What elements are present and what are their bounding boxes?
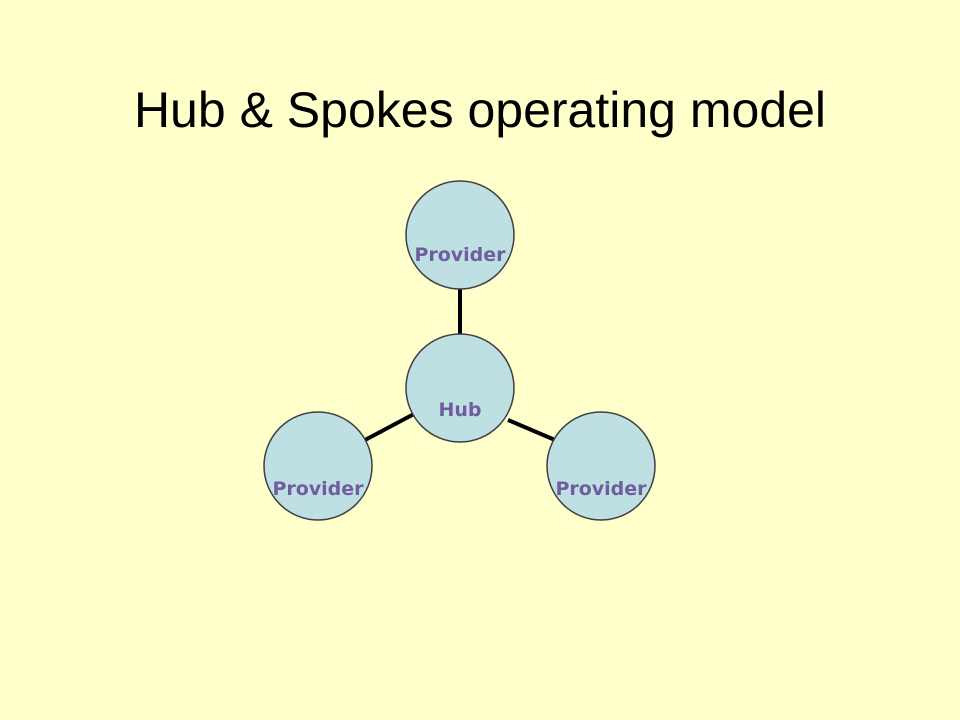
connector-hub-to-right-provider [507, 418, 556, 442]
hub-node: Hub [405, 333, 515, 443]
hub-label: Hub [438, 399, 481, 421]
slide-title: Hub & Spokes operating model [133, 82, 827, 138]
connector-hub-to-left-provider [364, 412, 415, 442]
provider-circle [405, 180, 515, 290]
provider-node-top: Provider [405, 180, 515, 290]
provider-label: Provider [414, 244, 506, 266]
provider-node-left: Provider [263, 411, 373, 521]
provider-circle [546, 411, 656, 521]
provider-label: Provider [555, 478, 647, 500]
provider-label: Provider [272, 478, 364, 500]
hub-circle [405, 333, 515, 443]
provider-node-right: Provider [546, 411, 656, 521]
provider-circle [263, 411, 373, 521]
